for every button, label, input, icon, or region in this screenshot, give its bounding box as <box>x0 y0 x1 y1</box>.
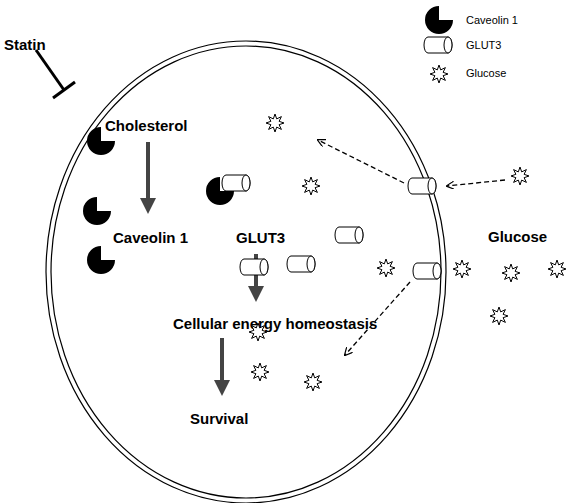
cell-membrane: CholesterolCaveolin 1 GLUT3Cellular energ… <box>45 40 447 503</box>
inhibition-line <box>36 50 75 98</box>
glucose-symbol <box>502 264 520 282</box>
transport-arrow <box>318 140 404 183</box>
glut3-symbol <box>413 263 441 279</box>
glucose-symbol <box>266 114 284 132</box>
legend-sample <box>430 65 448 83</box>
pathway-label: Cholesterol <box>105 117 188 134</box>
caveolin-symbol <box>83 197 111 225</box>
free-label: Statin <box>4 36 46 53</box>
glut3-symbol <box>335 227 363 243</box>
caveolin-symbol <box>87 127 115 155</box>
glucose-symbol <box>548 260 566 278</box>
legend-text: Caveolin 1 <box>466 14 518 26</box>
pathway-arrow <box>146 142 150 206</box>
glut3-symbol <box>287 256 315 272</box>
legend-sample <box>425 6 453 34</box>
glucose-symbol <box>304 373 322 391</box>
legend-text: Glucose <box>466 67 506 79</box>
pathway-arrow <box>220 338 224 388</box>
glut3-symbol <box>222 175 250 191</box>
free-label: Glucose <box>488 228 547 245</box>
caveolin-symbol <box>87 246 115 274</box>
glucose-symbol <box>377 259 395 277</box>
glucose-symbol <box>249 323 267 341</box>
pathway-label: Survival <box>190 410 248 427</box>
glut3-symbol <box>408 178 436 194</box>
pathway-label: Cellular energy homeostasis <box>173 315 377 332</box>
cell-outline <box>45 40 447 503</box>
caveolin-symbol <box>206 177 234 205</box>
legend-sample <box>424 37 452 53</box>
glucose-symbol <box>251 363 269 381</box>
glucose-symbol <box>302 177 320 195</box>
pathway-label: GLUT3 <box>236 229 285 246</box>
glucose-symbol <box>511 167 529 185</box>
glut3-symbol <box>240 259 268 275</box>
glucose-symbol <box>490 307 508 325</box>
legend-text: GLUT3 <box>466 39 501 51</box>
glucose-symbol <box>453 260 471 278</box>
transport-arrow <box>447 180 505 186</box>
transport-arrow <box>345 282 410 355</box>
pathway-arrow <box>254 254 258 294</box>
pathway-label: Caveolin 1 <box>113 229 188 246</box>
